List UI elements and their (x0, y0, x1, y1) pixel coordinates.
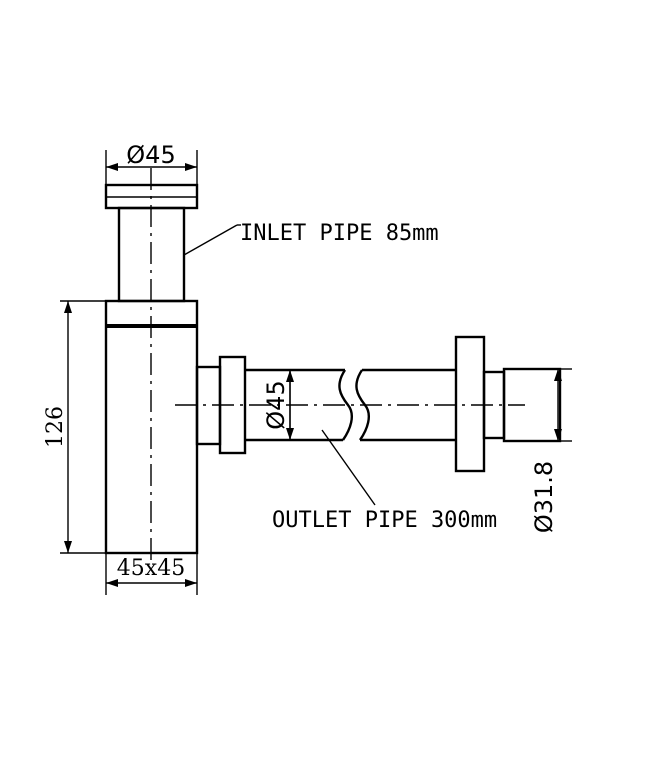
outlet-pipe-leader: OUTLET PIPE 300mm (272, 429, 497, 533)
dim-body-height: 126 (43, 300, 106, 554)
body-section-text: 45x45 (117, 556, 185, 581)
dim-inlet-diameter: Ø45 (105, 141, 198, 185)
pipe-break (338, 369, 353, 441)
inlet-diameter-text: Ø45 (126, 141, 175, 169)
outlet-diameter-text: Ø45 (262, 380, 290, 429)
outlet-pipe-label: OUTLET PIPE 300mm (272, 508, 497, 533)
inlet-pipe-label: INLET PIPE 85mm (240, 221, 439, 246)
dim-wall-flange-diameter: Ø31.8 (530, 368, 572, 533)
body-height-text: 126 (43, 406, 68, 448)
inlet-pipe-leader: INLET PIPE 85mm (183, 221, 439, 256)
dim-body-section: 45x45 (105, 553, 198, 595)
wall-flange (454, 335, 486, 473)
dim-outlet-diameter: Ø45 (262, 370, 294, 440)
wall-flange-diameter-text: Ø31.8 (530, 461, 558, 533)
outlet-assembly (195, 335, 562, 473)
